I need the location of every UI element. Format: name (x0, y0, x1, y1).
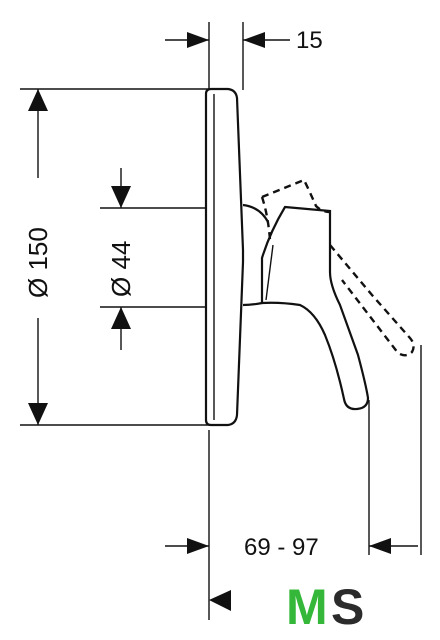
dimension-label-inner-diameter: Ø 44 (106, 241, 136, 297)
arrow-left-icon (369, 538, 391, 554)
handle-rotated-outline (260, 178, 415, 357)
arrow-right-icon (187, 32, 209, 48)
dimension-label-outer-diameter: Ø 150 (23, 227, 53, 298)
dimension-label-width: 15 (296, 27, 323, 54)
wall-reference-arrow-icon (209, 590, 231, 611)
arrow-up-icon (28, 89, 48, 111)
extension-lines (20, 22, 422, 620)
arrow-up-icon (111, 307, 131, 329)
arrow-down-icon (111, 186, 131, 208)
arrow-left-icon (243, 32, 265, 48)
arrow-down-icon (28, 403, 48, 425)
dimension-label-depth-range: 69 - 97 (244, 534, 319, 561)
mixer-handle (242, 203, 370, 411)
dimension-depth-range: 69 - 97 (165, 534, 418, 561)
logo-letter-m: M (286, 579, 328, 635)
arrow-right-icon (187, 538, 209, 554)
dimension-inner-diameter: Ø 44 (106, 168, 136, 350)
brand-logo: M S (286, 579, 364, 635)
dimension-outer-diameter: Ø 150 (23, 89, 53, 425)
logo-letter-s: S (331, 579, 364, 635)
escutcheon-plate (204, 87, 245, 427)
dimension-top-width: 15 (165, 27, 323, 54)
